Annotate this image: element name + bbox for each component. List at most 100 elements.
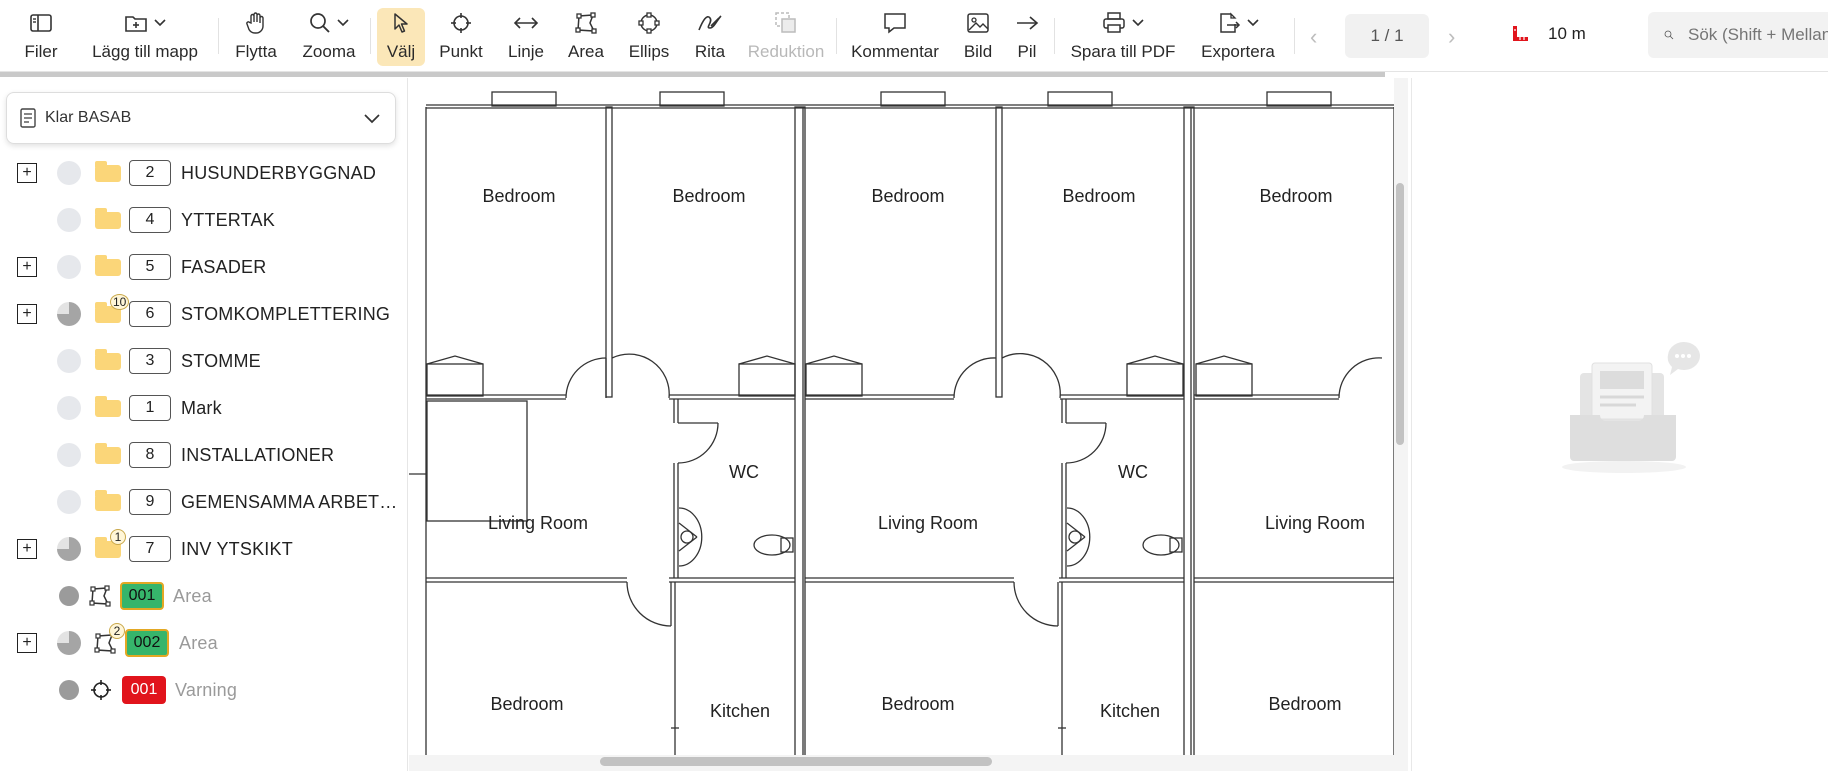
tree-item-gemensamma[interactable]: 9 GEMENSAMMA ARBET… (0, 482, 408, 522)
comment-tool-label: Kommentar (851, 42, 939, 61)
files-button[interactable]: Filer (14, 8, 68, 66)
page-indicator[interactable]: 1 / 1 (1345, 14, 1429, 58)
dropdown-value: Klar BASAB (45, 109, 132, 126)
polygon-icon (89, 585, 111, 607)
line-tool-button[interactable]: Linje (504, 8, 548, 66)
tree-item-installationer[interactable]: 8 INSTALLATIONER (0, 435, 408, 475)
tree-item-mark[interactable]: 1 Mark (0, 388, 408, 428)
folder-icon (95, 537, 121, 558)
reduction-tool-label: Reduktion (747, 42, 825, 61)
hand-icon (246, 12, 264, 34)
expand-icon[interactable]: + (17, 257, 37, 277)
tree-item-yttertak[interactable]: 4 YTTERTAK (0, 200, 408, 240)
search-input[interactable] (1688, 25, 1828, 45)
arrow-tool-button[interactable]: Pil (1012, 8, 1042, 66)
area-tool-button[interactable]: Area (564, 8, 608, 66)
toolbar: Filer Lägg till mapp Flytta Zooma Välj P… (0, 0, 1828, 72)
image-tool-button[interactable]: Bild (958, 8, 998, 66)
folder-icon (95, 443, 121, 464)
ellipse-icon (638, 12, 660, 34)
status-circle (57, 537, 81, 561)
folder-icon (95, 302, 121, 323)
scale-control[interactable]: 10 m (1510, 24, 1586, 44)
room-label: Living Room (878, 513, 978, 533)
zoom-button[interactable]: Zooma (298, 8, 360, 66)
folder-label: YTTERTAK (181, 209, 275, 230)
polygon-icon (575, 12, 597, 34)
save-pdf-button[interactable]: Spara till PDF (1066, 8, 1180, 66)
reduction-tool-button[interactable]: Reduktion (742, 8, 830, 66)
folder-icon (95, 161, 121, 182)
files-label: Filer (24, 42, 58, 61)
tree-item-stomme[interactable]: 3 STOMME (0, 341, 408, 381)
folder-number: 5 (129, 254, 171, 280)
status-circle (57, 631, 81, 655)
point-tool-button[interactable]: Punkt (436, 8, 486, 66)
annotation-item-varning-001[interactable]: 001 Varning (0, 670, 408, 710)
status-circle (57, 349, 81, 373)
zoom-label: Zooma (302, 42, 356, 61)
ellipse-tool-label: Ellips (628, 42, 670, 61)
status-circle (59, 586, 79, 606)
folder-number: 2 (129, 160, 171, 186)
folder-icon (95, 208, 121, 229)
draw-tool-label: Rita (694, 42, 726, 61)
ruler-icon (1513, 26, 1528, 41)
expand-icon[interactable]: + (17, 304, 37, 324)
folder-number: 7 (129, 536, 171, 562)
pan-label: Flytta (235, 42, 277, 61)
tree-item-stomkomplettering[interactable]: + 10 6 STOMKOMPLETTERING (0, 294, 408, 334)
ellipse-tool-button[interactable]: Ellips (624, 8, 674, 66)
export-label: Exportera (1201, 42, 1275, 61)
room-label: Bedroom (1062, 186, 1135, 206)
scale-value: 10 m (1548, 24, 1586, 43)
add-folder-button[interactable]: Lägg till mapp (86, 8, 204, 66)
next-page-button[interactable]: › (1448, 24, 1456, 49)
annotation-item-area-002[interactable]: + 2 002 Area (0, 623, 408, 663)
line-tool-label: Linje (508, 42, 544, 61)
drawing-canvas[interactable]: Bedroom Bedroom Bedroom Bedroom Bedroom … (409, 78, 1394, 758)
pan-button[interactable]: Flytta (230, 8, 282, 66)
status-circle (57, 302, 81, 326)
line-arrow-icon (513, 17, 539, 29)
vertical-scroll-thumb[interactable] (1396, 183, 1404, 445)
project-dropdown[interactable]: Klar BASAB (6, 92, 396, 144)
tree-item-fasader[interactable]: + 5 FASADER (0, 247, 408, 287)
toolbar-divider (1294, 18, 1295, 54)
folder-label: FASADER (181, 256, 267, 277)
folder-label: INSTALLATIONER (181, 444, 335, 465)
annotation-label: Area (173, 585, 212, 606)
annotation-label: Area (179, 632, 218, 653)
zoom-icon (310, 13, 330, 33)
prev-page-button[interactable]: ‹ (1310, 24, 1318, 49)
folder-icon (95, 255, 121, 276)
comment-tool-button[interactable]: Kommentar (848, 8, 942, 66)
annotation-tag: 002 (125, 629, 169, 657)
sidebar-toggle-icon (30, 14, 52, 32)
empty-inbox-illustration (1562, 342, 1700, 473)
folder-icon (95, 349, 121, 370)
room-label: Living Room (1265, 513, 1365, 533)
annotation-label: Varning (175, 679, 238, 700)
expand-icon[interactable]: + (17, 539, 37, 559)
pen-icon (698, 15, 722, 31)
export-button[interactable]: Exportera (1196, 8, 1280, 66)
select-tool-button[interactable]: Välj (377, 8, 425, 66)
expand-icon[interactable]: + (17, 163, 37, 183)
annotation-item-area-001[interactable]: 001 Area (0, 576, 408, 616)
chevron-down-icon (364, 114, 380, 124)
tree-item-inv-ytskikt[interactable]: + 1 7 INV YTSKIKT (0, 529, 408, 569)
add-folder-label: Lägg till mapp (92, 42, 198, 61)
printer-icon (1103, 12, 1125, 33)
horizontal-scroll-thumb[interactable] (600, 757, 992, 766)
expand-icon[interactable]: + (17, 633, 37, 653)
folder-number: 8 (129, 442, 171, 468)
status-circle (57, 208, 81, 232)
room-label: Bedroom (881, 694, 954, 714)
draw-tool-button[interactable]: Rita (690, 8, 730, 66)
search-box[interactable] (1648, 12, 1828, 58)
folder-label: Mark (181, 397, 222, 418)
comment-icon (884, 13, 906, 34)
tree-item-husunderbyggnad[interactable]: + 2 HUSUNDERBYGGNAD (0, 153, 408, 193)
room-label: WC (1118, 462, 1148, 482)
